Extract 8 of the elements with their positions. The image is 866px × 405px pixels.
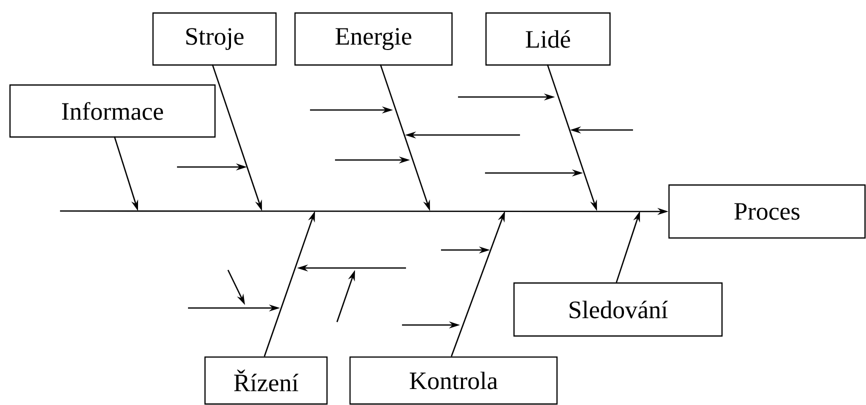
cause-box: Proces bbox=[668, 184, 866, 239]
cause-box: Kontrola bbox=[349, 356, 558, 405]
cause-box: Řízení bbox=[204, 356, 328, 405]
cause-box: Energie bbox=[294, 12, 453, 66]
cause-box: Stroje bbox=[152, 12, 277, 66]
cause-box: Informace bbox=[9, 84, 216, 138]
cause-box: Sledování bbox=[513, 282, 723, 337]
cause-box: Lidé bbox=[485, 12, 611, 66]
